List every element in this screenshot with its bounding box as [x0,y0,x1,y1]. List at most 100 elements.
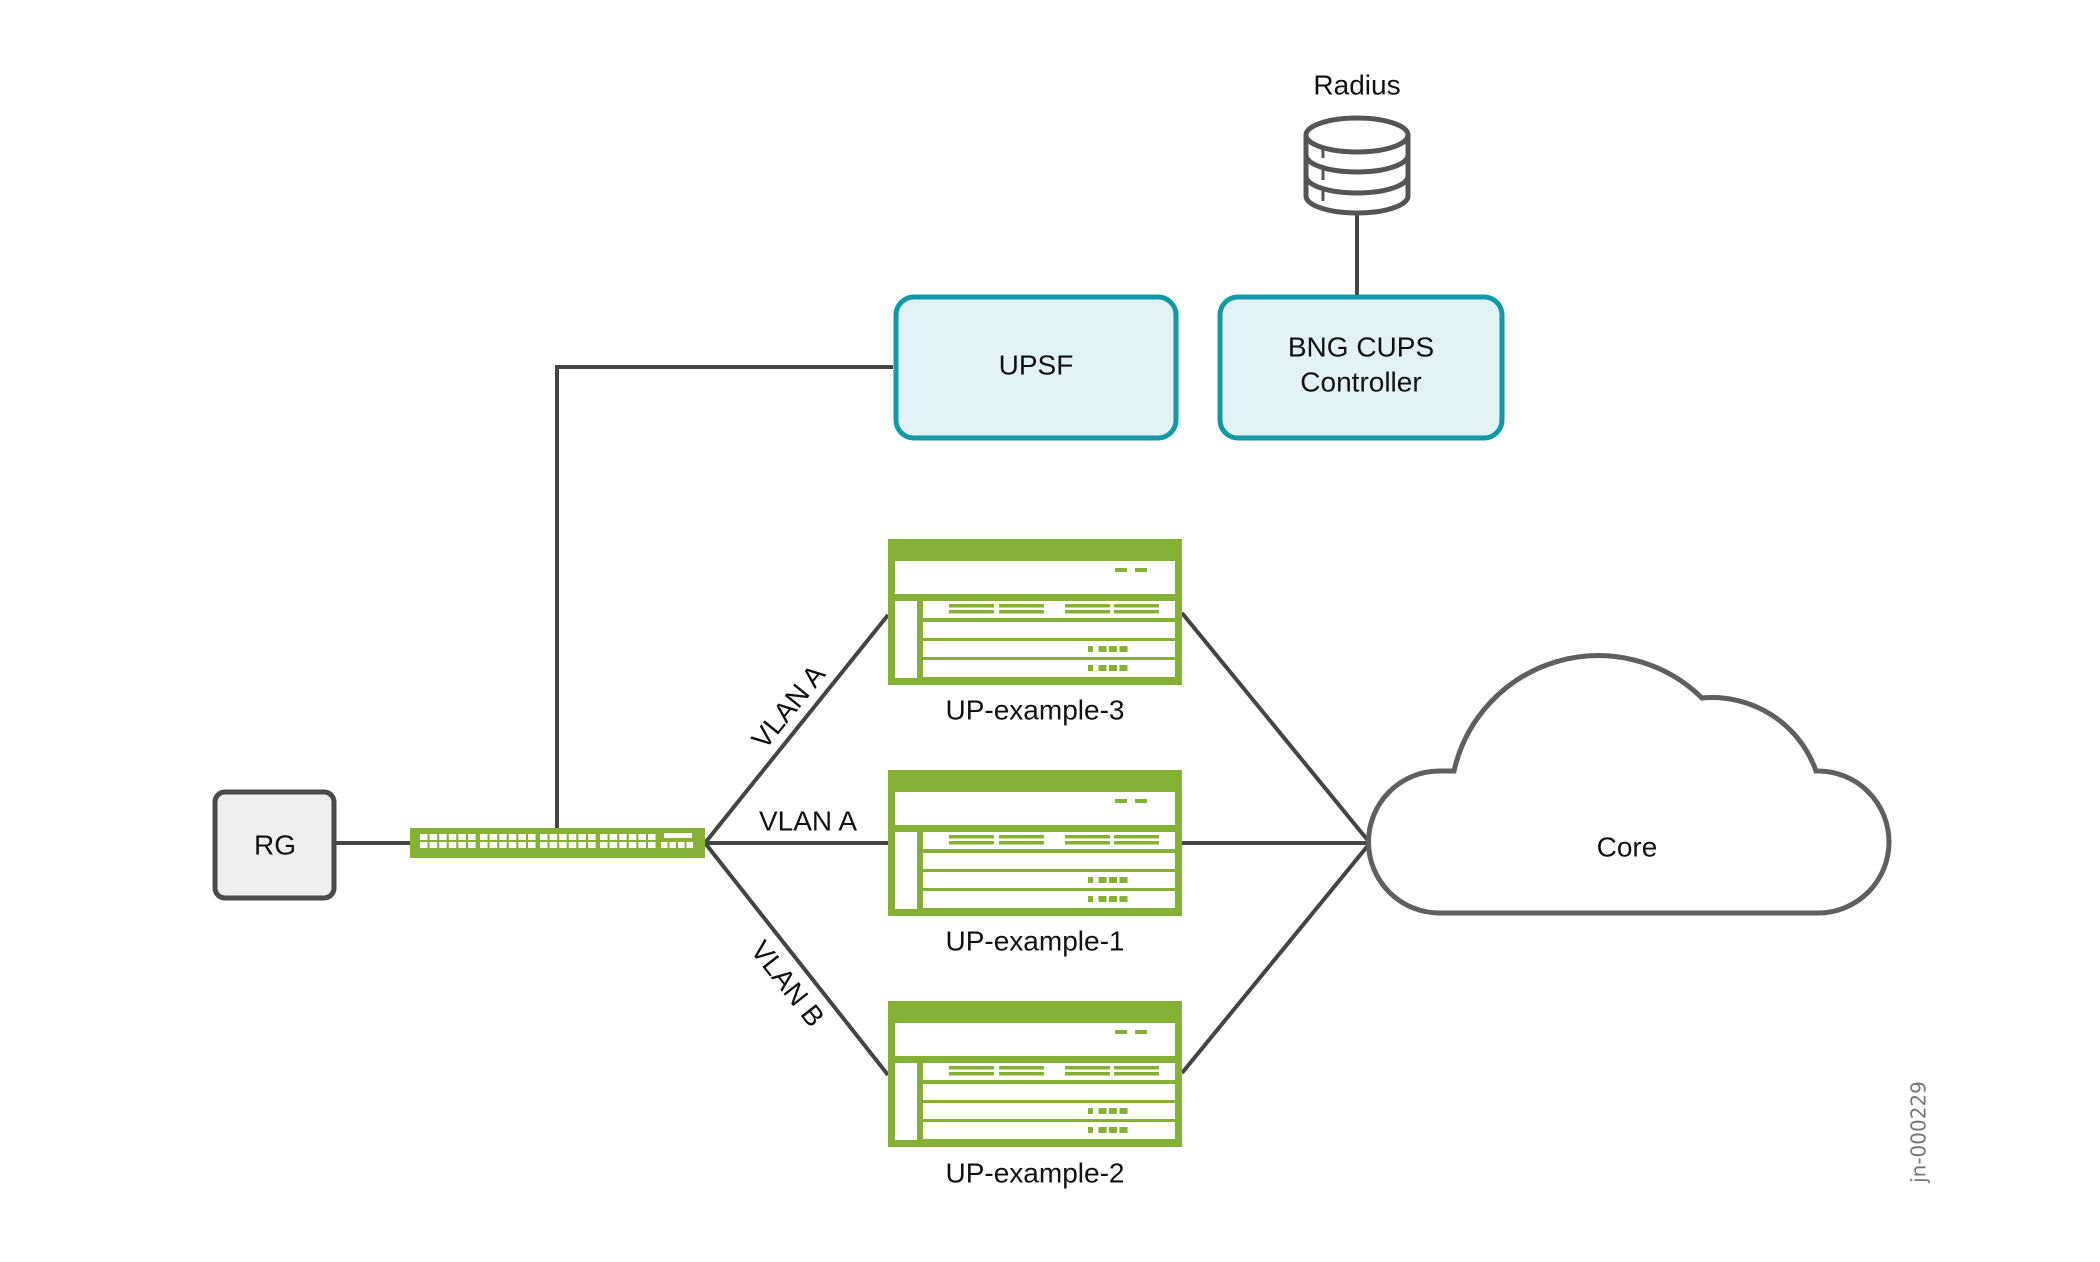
link-up3-core [1180,611,1372,845]
router-port-strip [1114,610,1159,614]
router-port [1109,646,1117,652]
bng-label-line1: BNG CUPS [1288,331,1434,362]
switch-port [518,834,526,840]
router-line-card [923,872,1175,888]
core-label: Core [1597,831,1658,862]
router-led [1115,568,1127,572]
router-port-strip [949,1072,994,1076]
switch-port [588,842,596,848]
up1-label: UP-example-1 [946,925,1125,956]
router-port [1098,665,1107,671]
router-port [1119,1108,1128,1114]
upsf-label: UPSF [999,349,1074,380]
router-line-card [923,891,1175,908]
router-top-panel [895,1023,1175,1056]
router-led [1135,799,1147,803]
link-label-up1: VLAN A [759,805,857,836]
switch-port [458,842,466,848]
switch-port [549,834,558,840]
router-left-slot [895,1063,917,1140]
switch-port [528,842,536,848]
router-port-strip [1114,604,1159,608]
switch-uplink-port [686,842,693,848]
router-port-strip [999,841,1044,845]
upsf-node[interactable]: UPSF [893,294,1179,441]
switch-port [489,834,498,840]
rg-node[interactable]: RG [212,789,337,901]
router-line-card [923,832,1175,849]
router-port [1098,1108,1107,1114]
bng-label-line2: Controller [1300,366,1421,397]
router-line-card [923,660,1175,677]
router-port [1098,877,1107,883]
router-up1[interactable] [888,770,1182,916]
switch-ports [420,833,693,848]
router-line-card [923,641,1175,657]
switch-port [600,834,608,840]
router-port-strip [949,610,994,614]
router-up3[interactable] [888,539,1182,685]
switch-port [549,842,558,848]
router-left-slot [895,601,917,678]
router-port [1109,1108,1117,1114]
switch-port [499,842,507,848]
switch-uplink-port [669,842,676,848]
switch-port [480,834,488,840]
router-port [1119,877,1128,883]
router-port-strip [1114,841,1159,845]
switch-port [429,834,438,840]
router-up2[interactable] [888,1001,1182,1147]
router-port [1088,665,1093,671]
router-led [1135,1030,1147,1034]
router-port [1109,1127,1117,1133]
router-port [1119,646,1128,652]
router-port-strip [949,841,994,845]
router-port [1098,896,1107,902]
router-led [1115,1030,1127,1034]
switch-port [420,842,428,848]
access-switch-node[interactable] [410,828,705,858]
router-port-strip [1114,835,1159,839]
switch-port [508,842,517,848]
switch-uplink-port [661,842,668,848]
router-port-strip [1065,835,1110,839]
switch-port [540,834,548,840]
router-port [1098,1127,1107,1133]
radius-node[interactable]: Radius [1303,69,1411,216]
switch-uplink-bar [664,833,692,838]
router-port-strip [949,835,994,839]
router-port-strip [999,610,1044,614]
switch-port [600,842,608,848]
router-port [1088,1108,1093,1114]
switch-port [559,842,567,848]
router-line-card [923,1103,1175,1119]
switch-port [628,834,637,840]
core-node[interactable]: Core [1366,653,1892,916]
switch-port [508,834,517,840]
switch-port [448,834,457,840]
router-port [1088,646,1093,652]
router-port-strip [949,1066,994,1070]
switch-port [458,834,466,840]
router-port-strip [1065,841,1110,845]
switch-port [468,834,476,840]
switch-port [429,842,438,848]
switch-port [439,834,447,840]
router-port [1088,896,1093,902]
router-line-card [923,601,1175,618]
link-switch-upsf [555,365,893,828]
switch-port [578,834,586,840]
router-line-card [923,622,1175,638]
switch-port [619,842,627,848]
switch-port [448,842,457,848]
link-switch-up2 [703,841,890,1077]
switch-port [480,842,488,848]
bng-box [1217,294,1505,441]
switch-port [528,834,536,840]
switch-port [638,842,646,848]
router-port [1088,877,1093,883]
cloud-icon [1366,653,1892,916]
switch-port [540,842,548,848]
bng-cups-controller-node[interactable]: BNG CUPS Controller [1217,294,1505,441]
